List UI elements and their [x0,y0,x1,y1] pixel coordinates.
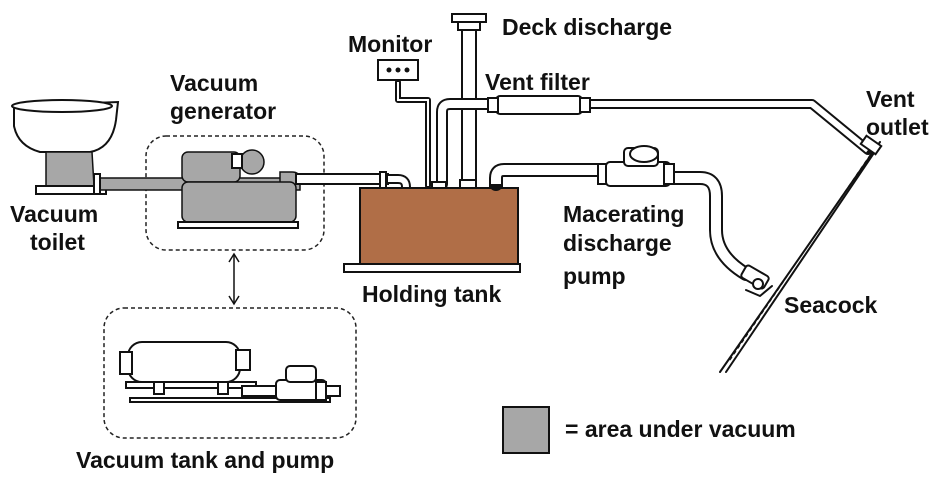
label-vacuum-tank-pump: Vacuum tank and pump [76,447,335,473]
label-holding-tank: Holding tank [362,281,502,307]
monitor [377,59,431,189]
label-vacuum-toilet-2: toilet [30,229,85,255]
connector-arrow [228,252,240,306]
vacuum-tank-unit [119,341,331,403]
vent-outlet-fitting [859,134,883,156]
label-macerating-2: discharge [563,230,672,256]
vacuum-generator-box [145,135,325,251]
label-seacock: Seacock [784,292,878,318]
label-macerating-3: pump [563,263,626,289]
vacuum-tank-pump-box [103,307,357,439]
hull-line [719,141,881,373]
label-vent-filter: Vent filter [485,69,590,95]
label-vent-outlet-2: outlet [866,114,929,140]
legend-swatch [502,406,550,454]
label-monitor: Monitor [348,31,433,57]
legend-text: = area under vacuum [565,416,796,442]
vacuum-generator-unit [177,149,299,229]
label-vacuum-generator-2: generator [170,98,277,124]
label-vent-outlet-1: Vent [866,86,915,112]
label-macerating-1: Macerating [563,201,685,227]
macerating-pump [597,145,675,187]
label-deck-discharge: Deck discharge [502,14,673,40]
holding-tank [343,179,521,273]
vent-filter [487,95,591,115]
seacock [740,264,773,297]
vent-pipe [436,98,504,190]
label-vacuum-generator-1: Vacuum [170,70,259,96]
vent-line [575,99,873,155]
discharge-line [489,163,753,281]
label-vacuum-toilet-1: Vacuum [10,201,99,227]
vacuum-pump-unit [241,365,341,401]
